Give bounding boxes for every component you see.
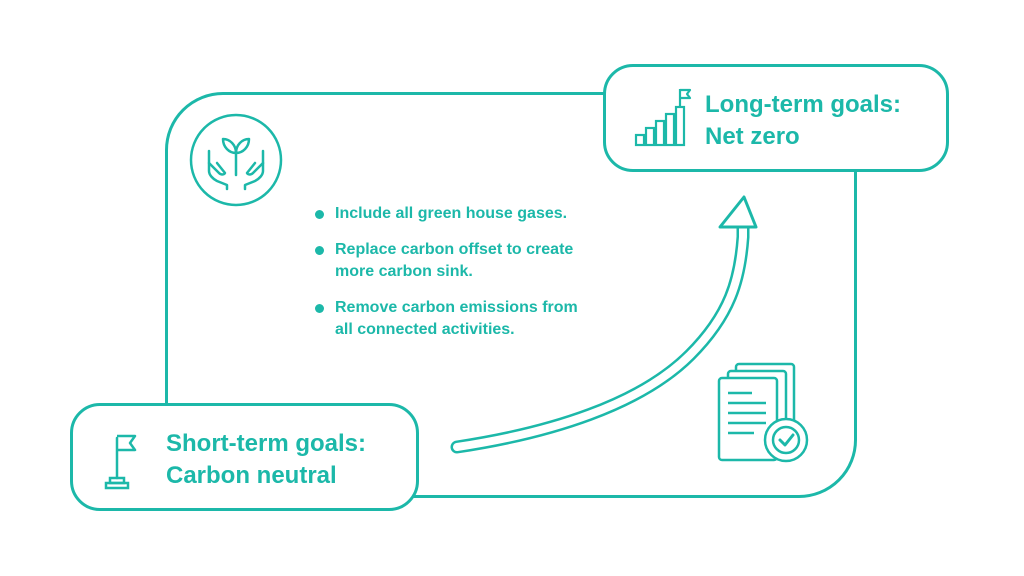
goal-title-line: Short-term goals: <box>166 430 367 457</box>
short-term-goal-title: Short-term goals: Carbon neutral <box>166 428 366 492</box>
bullet-item: Replace carbon offset to create more car… <box>310 239 640 283</box>
hands-holding-plant-icon <box>189 113 283 207</box>
goal-title-line: Net zero <box>705 123 800 150</box>
long-term-goal-title: Long-term goals: Net zero <box>705 89 901 153</box>
goal-title-line: Long-term goals: <box>705 91 901 118</box>
bullet-item: Include all green house gases. <box>310 203 640 225</box>
goal-title-line: Carbon neutral <box>166 462 337 489</box>
long-term-goal-box: Long-term goals: Net zero <box>603 64 949 172</box>
bullet-text: Include all green house gases. <box>335 205 568 222</box>
short-term-goal-box: Short-term goals: Carbon neutral <box>70 403 419 511</box>
bullet-dot <box>315 246 324 255</box>
bullet-text: all connected activities. <box>335 321 515 338</box>
bullet-text: Replace carbon offset to create <box>335 241 574 258</box>
bullet-dot <box>315 210 324 219</box>
curved-arrow-icon <box>450 195 758 454</box>
bullet-list: Include all green house gases. Replace c… <box>310 203 640 355</box>
bullet-dot <box>315 304 324 313</box>
flag-icon <box>104 434 137 490</box>
growth-bars-flag-icon <box>634 88 692 147</box>
documents-checkmark-icon <box>717 362 809 463</box>
bullet-item: Remove carbon emissions from all connect… <box>310 297 640 341</box>
bullet-text: more carbon sink. <box>335 263 473 280</box>
bullet-text: Remove carbon emissions from <box>335 299 578 316</box>
